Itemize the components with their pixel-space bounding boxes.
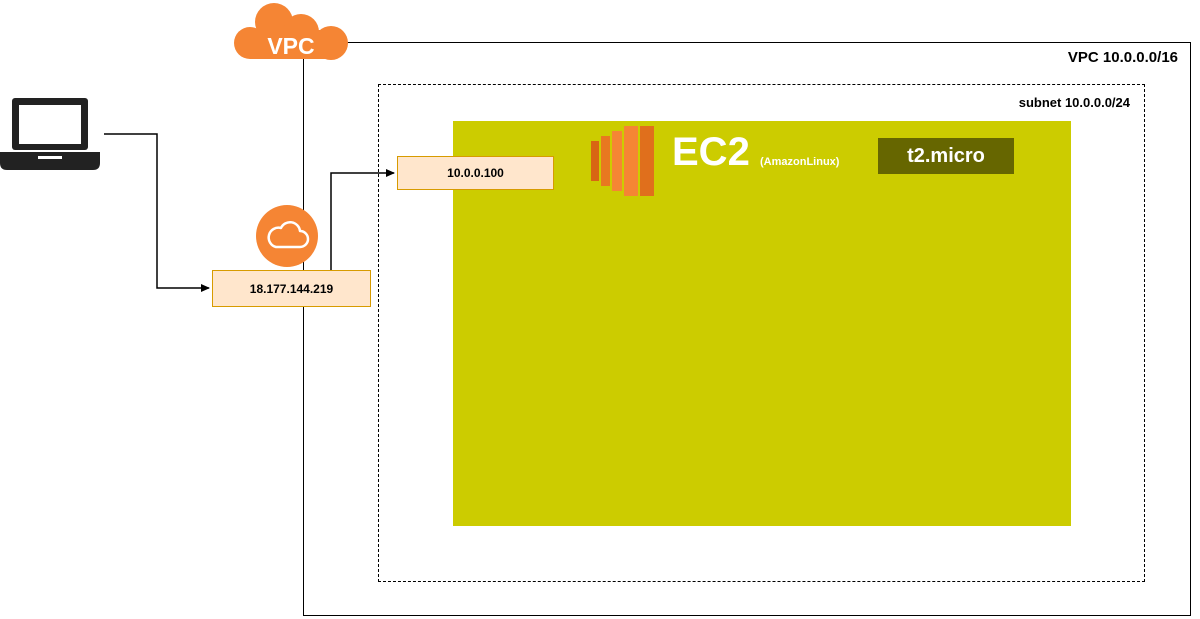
vpc-cloud-icon: VPC: [234, 3, 348, 60]
private-ip-box: 10.0.0.100: [397, 156, 554, 190]
subnet-label: subnet 10.0.0.0/24: [1018, 95, 1130, 110]
public-ip-box: 18.177.144.219: [212, 270, 371, 307]
vpc-badge-label: VPC: [267, 33, 314, 59]
laptop-icon: [0, 98, 100, 170]
vpc-boundary: VPC 10.0.0.0/16: [303, 42, 1191, 616]
ec2-instance-area: [453, 121, 1071, 526]
ec2-instance-icon: [591, 126, 654, 196]
laptop-to-gateway-connector: [104, 133, 210, 292]
ec2-title: EC2: [672, 130, 750, 174]
ec2-os-label: (AmazonLinux): [760, 156, 840, 168]
internet-gateway-icon: [256, 205, 318, 267]
instance-type-badge: t2.micro: [878, 138, 1014, 174]
subnet-boundary: subnet 10.0.0.0/24: [378, 84, 1145, 582]
vpc-label: VPC 10.0.0.0/16: [1067, 49, 1178, 66]
gateway-to-instance-connector: [330, 169, 395, 270]
